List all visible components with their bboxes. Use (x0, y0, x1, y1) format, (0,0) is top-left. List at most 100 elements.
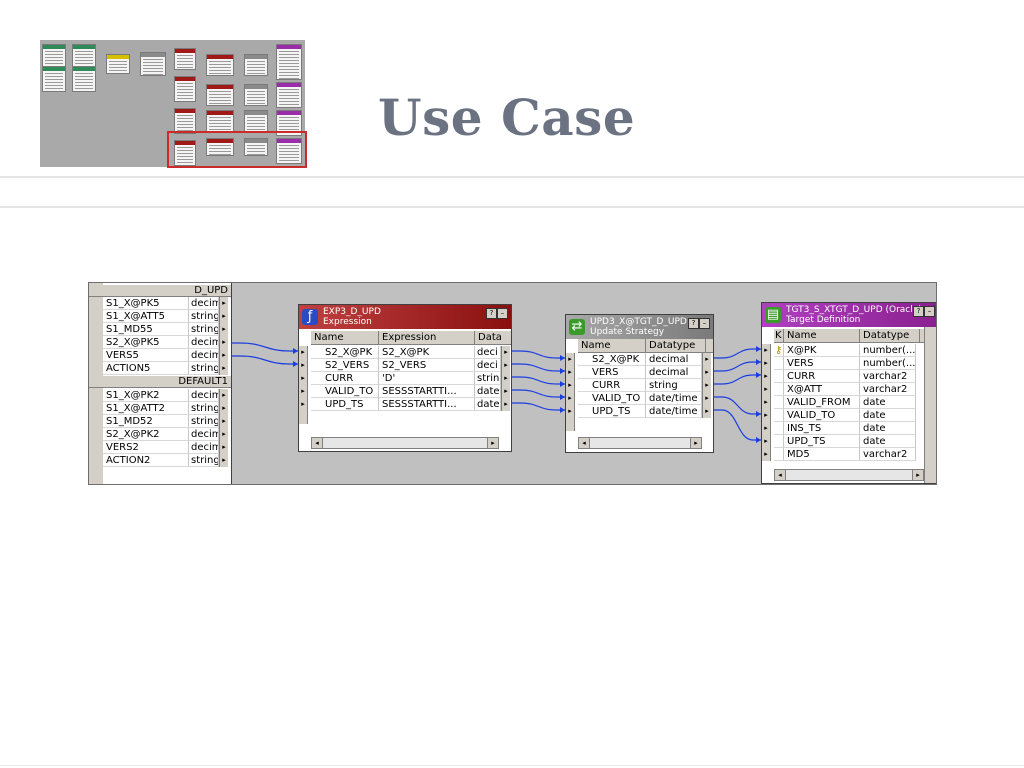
output-port-arrow-icon[interactable]: ▸ (219, 323, 228, 336)
output-port-arrow-icon[interactable]: ▸ (219, 349, 228, 362)
target-titlebar[interactable]: ▤ TGT3_S_XTGT_D_UPD (Oracle) Target Defi… (762, 303, 936, 327)
col-key: K (774, 329, 784, 342)
scroll-left-icon[interactable]: ◂ (312, 438, 323, 448)
output-port-arrow-icon[interactable]: ▸ (501, 385, 510, 398)
output-port-arrow-icon[interactable]: ▸ (702, 366, 711, 379)
scroll-right-icon[interactable]: ▸ (690, 438, 701, 448)
input-port-arrow-icon[interactable]: ▸ (299, 385, 308, 398)
port-name: UPD_TS (311, 398, 379, 411)
port-datatype: date (475, 398, 501, 411)
input-port-arrow-icon[interactable]: ▸ (566, 405, 575, 418)
help-button[interactable]: ? (913, 306, 924, 317)
input-port-arrow-icon[interactable]: ▸ (762, 409, 771, 422)
output-port-arrow-icon[interactable]: ▸ (219, 310, 228, 323)
update-titlebar[interactable]: ⇄ UPD3_X@TGT_D_UPD Update Strategy ? – (566, 315, 713, 339)
input-port-arrow-icon[interactable]: ▸ (762, 435, 771, 448)
expression-transformation[interactable]: ƒ EXP3_D_UPD Expression ? – Name Express… (298, 304, 512, 452)
input-port-arrow-icon[interactable]: ▸ (566, 366, 575, 379)
input-port-arrow-icon[interactable]: ▸ (762, 448, 771, 461)
scroll-left-icon[interactable]: ◂ (775, 470, 786, 480)
minimize-button[interactable]: – (497, 308, 508, 319)
port-datatype: date (475, 385, 501, 398)
input-port-arrow-icon[interactable]: ▸ (566, 353, 575, 366)
input-port-arrow-icon[interactable]: ▸ (762, 383, 771, 396)
target-definition[interactable]: ▤ TGT3_S_XTGT_D_UPD (Oracle) Target Defi… (761, 302, 936, 484)
help-button[interactable]: ? (688, 318, 699, 329)
output-port-arrow-icon[interactable]: ▸ (219, 441, 228, 454)
scroll-right-icon[interactable]: ▸ (912, 470, 923, 480)
update-strategy-transformation[interactable]: ⇄ UPD3_X@TGT_D_UPD Update Strategy ? – N… (565, 314, 714, 453)
output-port-arrow-icon[interactable]: ▸ (219, 362, 228, 375)
input-port-arrow-icon[interactable]: ▸ (299, 359, 308, 372)
input-port-arrow-icon[interactable]: ▸ (299, 398, 308, 411)
minimize-button[interactable]: – (924, 306, 935, 317)
output-port-arrow-icon[interactable]: ▸ (501, 346, 510, 359)
scroll-left-icon[interactable]: ◂ (579, 438, 590, 448)
output-port-arrow-icon[interactable]: ▸ (702, 353, 711, 366)
output-port-arrow-icon[interactable]: ▸ (219, 389, 228, 402)
output-port-arrow-icon[interactable]: ▸ (219, 402, 228, 415)
output-port-arrow-icon[interactable]: ▸ (219, 297, 228, 310)
output-port-arrow-icon[interactable]: ▸ (501, 359, 510, 372)
output-port-arrow-icon[interactable]: ▸ (219, 336, 228, 349)
input-port-arrow-icon[interactable]: ▸ (299, 372, 308, 385)
help-button[interactable]: ? (486, 308, 497, 319)
input-port-arrow-icon[interactable]: ▸ (299, 346, 308, 359)
expression-hscroll[interactable]: ◂ ▸ (311, 437, 499, 449)
update-hscroll[interactable]: ◂ ▸ (578, 437, 702, 449)
scroll-right-icon[interactable]: ▸ (487, 438, 498, 448)
input-port-arrow-icon[interactable]: ▸ (762, 357, 771, 370)
output-port-arrow-icon[interactable]: ▸ (702, 379, 711, 392)
input-port-arrow-icon[interactable]: ▸ (762, 370, 771, 383)
output-port-arrow-icon[interactable]: ▸ (501, 398, 510, 411)
minimize-button[interactable]: – (699, 318, 710, 329)
output-port-arrow-icon[interactable]: ▸ (702, 405, 711, 418)
expression-port-row[interactable]: ▸CURR'D'strin▸ (299, 372, 511, 385)
output-port-arrow-icon[interactable]: ▸ (219, 454, 228, 467)
target-vscroll[interactable] (924, 327, 936, 483)
output-port-arrow-icon[interactable]: ▸ (219, 428, 228, 441)
input-port-arrow-icon[interactable]: ▸ (762, 422, 771, 435)
output-port-arrow-icon[interactable]: ▸ (219, 415, 228, 428)
target-hscroll[interactable]: ◂ ▸ (774, 469, 924, 481)
input-port-arrow-icon[interactable]: ▸ (566, 392, 575, 405)
input-port-arrow-icon[interactable]: ▸ (566, 379, 575, 392)
input-port-arrow-icon[interactable]: ▸ (762, 396, 771, 409)
expression-titlebar[interactable]: ƒ EXP3_D_UPD Expression ? – (299, 305, 511, 329)
input-port-arrow-icon[interactable]: ▸ (762, 344, 771, 357)
output-port-arrow-icon[interactable]: ▸ (501, 372, 510, 385)
output-port-arrow-icon[interactable]: ▸ (702, 392, 711, 405)
